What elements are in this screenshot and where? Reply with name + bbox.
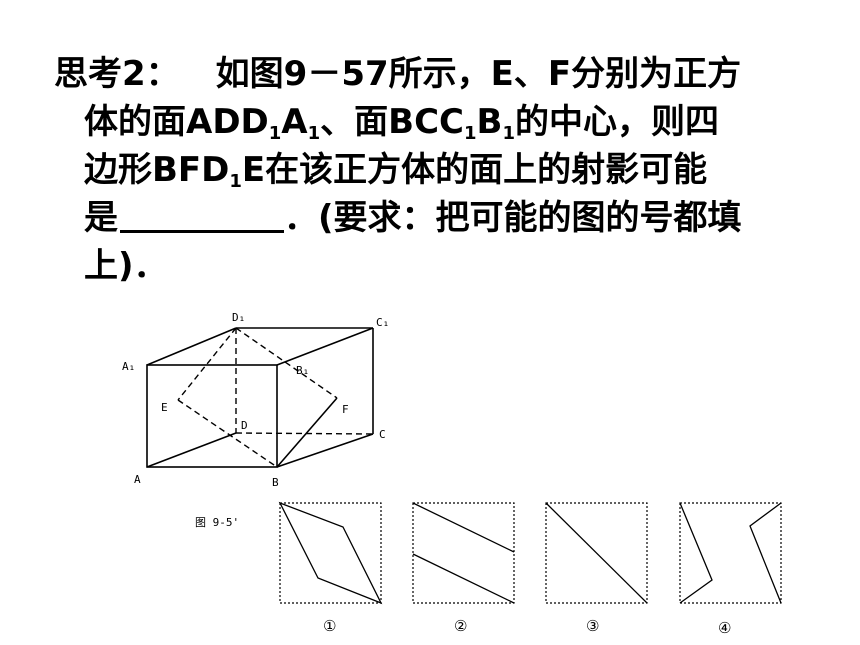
option-numbers: ① ② ③ ④ — [323, 617, 731, 637]
edge-d1-f — [235, 327, 338, 399]
problem-line-5: 上)． — [84, 246, 168, 286]
cube-hidden-edges — [177, 327, 374, 468]
label-c: C — [379, 428, 386, 441]
option-1-shape — [278, 501, 383, 605]
option-2-line-top — [412, 502, 515, 553]
option-shapes — [278, 501, 782, 605]
option-frames — [279, 502, 782, 604]
option-2-line-bottom — [412, 553, 515, 604]
edge-b1-c1 — [276, 327, 374, 366]
option-4-left-zig — [679, 502, 713, 604]
edge-b-c — [276, 433, 374, 468]
cube-solid-edges — [146, 327, 374, 468]
label-d: D — [241, 419, 248, 432]
problem-label: 思考2： — [54, 54, 180, 94]
label-e: E — [161, 401, 168, 414]
option-4-number: ④ — [718, 619, 731, 637]
problem-line-4: 是．(要求：把可能的图的号都填 — [84, 198, 742, 238]
option-3-diagonal — [545, 502, 648, 604]
option-3-number: ③ — [586, 617, 599, 635]
edge-b-f — [276, 397, 338, 468]
edge-a1-d1 — [146, 327, 237, 366]
cube-front-face — [146, 364, 278, 468]
edge-e-b — [177, 399, 278, 468]
option-3-frame — [545, 502, 648, 604]
answer-blank[interactable] — [120, 200, 284, 233]
label-b: B — [272, 476, 279, 489]
problem-line-3: 边形BFD1E在该正方体的面上的射影可能 — [84, 150, 708, 192]
problem-text: 思考2：如图9－57所示，E、F分别为正方 体的面ADD1A1、面BCC1B1的… — [54, 50, 834, 290]
option-4-frame — [679, 502, 782, 604]
label-a1: A₁ — [122, 360, 135, 373]
option-1-frame — [279, 502, 382, 604]
edge-d-c — [235, 432, 374, 435]
edge-a-d-projection-line — [146, 432, 237, 468]
problem-line-1: 思考2：如图9－57所示，E、F分别为正方 — [54, 54, 742, 94]
label-c1: C₁ — [376, 316, 389, 329]
label-b1: B₁ — [296, 364, 309, 377]
vertex-labels: D₁ C₁ A₁ B₁ E F D C A B 图 9-5' — [122, 311, 389, 529]
label-a: A — [134, 473, 141, 486]
problem-line-2: 体的面ADD1A1、面BCC1B1的中心，则四 — [84, 102, 719, 144]
label-d1: D₁ — [232, 311, 245, 324]
option-2-frame — [412, 502, 515, 604]
label-f: F — [342, 403, 349, 416]
option-4-right-zig — [749, 502, 782, 604]
figure-caption: 图 9-5' — [195, 516, 239, 529]
option-1-number: ① — [323, 617, 336, 635]
option-2-number: ② — [454, 617, 467, 635]
edge-d1-e — [177, 327, 237, 401]
